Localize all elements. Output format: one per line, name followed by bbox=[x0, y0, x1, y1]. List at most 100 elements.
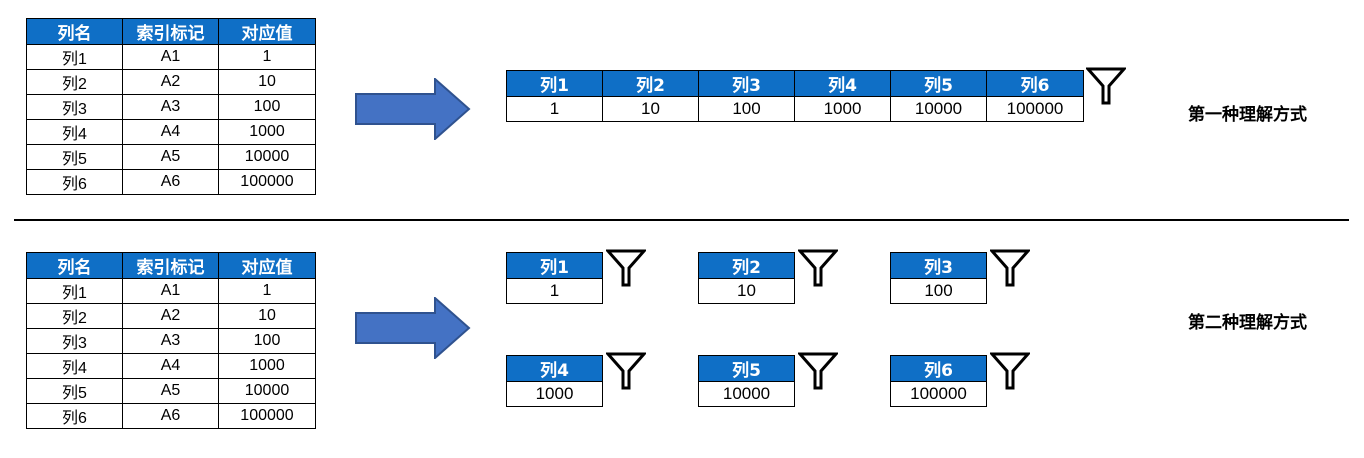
value-cell: 10000 bbox=[890, 96, 987, 122]
table-cell: 1 bbox=[218, 278, 316, 304]
arrow-right-icon bbox=[355, 297, 471, 359]
small-filter-table-1: 列1 1 bbox=[506, 252, 603, 304]
table-header-row: 列名 索引标记 对应值 bbox=[26, 252, 316, 279]
value-cell: 100000 bbox=[890, 381, 987, 407]
table-cell: 100 bbox=[218, 94, 316, 120]
table-header-row: 列6 bbox=[890, 355, 987, 382]
header-cell: 对应值 bbox=[218, 252, 316, 279]
column-header: 列2 bbox=[602, 70, 699, 97]
small-filter-table-3: 列3 100 bbox=[890, 252, 987, 304]
table-row: 1 bbox=[506, 278, 603, 304]
column-header: 列6 bbox=[986, 70, 1084, 97]
column-header: 列3 bbox=[890, 252, 987, 279]
table-row: 1 10 100 1000 10000 100000 bbox=[506, 96, 1084, 122]
table-row: 列1 A1 1 bbox=[26, 44, 316, 70]
column-header: 列4 bbox=[794, 70, 891, 97]
table-cell: 列1 bbox=[26, 44, 123, 70]
value-cell: 10 bbox=[698, 278, 795, 304]
table-row: 列6 A6 100000 bbox=[26, 169, 316, 195]
table-row: 100000 bbox=[890, 381, 987, 407]
section-divider bbox=[14, 219, 1349, 221]
wide-filter-table: 列1 列2 列3 列4 列5 列6 1 10 100 1000 10000 10… bbox=[506, 70, 1084, 122]
table-cell: 10 bbox=[218, 303, 316, 329]
table-row: 列3 A3 100 bbox=[26, 94, 316, 120]
table-row: 列2 A2 10 bbox=[26, 303, 316, 329]
filter-funnel-icon[interactable] bbox=[606, 248, 646, 288]
table-row: 100 bbox=[890, 278, 987, 304]
table-header-row: 列名 索引标记 对应值 bbox=[26, 18, 316, 45]
small-filter-table-6: 列6 100000 bbox=[890, 355, 987, 407]
arrow-right-icon bbox=[355, 78, 471, 140]
value-cell: 100000 bbox=[986, 96, 1084, 122]
table-cell: 列3 bbox=[26, 94, 123, 120]
column-header: 列5 bbox=[890, 70, 987, 97]
table-row: 列6 A6 100000 bbox=[26, 403, 316, 429]
table-row: 列3 A3 100 bbox=[26, 328, 316, 354]
table-cell: A4 bbox=[122, 353, 219, 379]
table-cell: 100 bbox=[218, 328, 316, 354]
value-cell: 1 bbox=[506, 96, 603, 122]
table-row: 列5 A5 10000 bbox=[26, 378, 316, 404]
table-cell: 列3 bbox=[26, 328, 123, 354]
table-cell: A6 bbox=[122, 403, 219, 429]
small-filter-table-5: 列5 10000 bbox=[698, 355, 795, 407]
table-cell: 列4 bbox=[26, 119, 123, 145]
table-cell: A1 bbox=[122, 278, 219, 304]
small-filter-table-2: 列2 10 bbox=[698, 252, 795, 304]
table-cell: 1000 bbox=[218, 119, 316, 145]
value-cell: 10000 bbox=[698, 381, 795, 407]
table-row: 列2 A2 10 bbox=[26, 69, 316, 95]
filter-funnel-icon[interactable] bbox=[606, 351, 646, 391]
value-cell: 100 bbox=[890, 278, 987, 304]
filter-funnel-icon[interactable] bbox=[798, 248, 838, 288]
source-table-top: 列名 索引标记 对应值 列1 A1 1 列2 A2 10 列3 A3 100 列… bbox=[26, 18, 316, 195]
filter-funnel-icon[interactable] bbox=[990, 351, 1030, 391]
value-cell: 1000 bbox=[794, 96, 891, 122]
column-header: 列4 bbox=[506, 355, 603, 382]
table-cell: A4 bbox=[122, 119, 219, 145]
value-cell: 10 bbox=[602, 96, 699, 122]
value-cell: 100 bbox=[698, 96, 795, 122]
table-cell: 列6 bbox=[26, 403, 123, 429]
source-table-bottom: 列名 索引标记 对应值 列1 A1 1 列2 A2 10 列3 A3 100 列… bbox=[26, 252, 316, 429]
value-cell: 1000 bbox=[506, 381, 603, 407]
table-cell: 10000 bbox=[218, 378, 316, 404]
header-cell: 索引标记 bbox=[122, 18, 219, 45]
table-row: 列4 A4 1000 bbox=[26, 119, 316, 145]
table-row: 列1 A1 1 bbox=[26, 278, 316, 304]
header-cell: 列名 bbox=[26, 18, 123, 45]
header-cell: 索引标记 bbox=[122, 252, 219, 279]
table-header-row: 列4 bbox=[506, 355, 603, 382]
table-cell: A2 bbox=[122, 303, 219, 329]
header-cell: 对应值 bbox=[218, 18, 316, 45]
table-cell: 列5 bbox=[26, 144, 123, 170]
table-cell: A5 bbox=[122, 144, 219, 170]
column-header: 列3 bbox=[698, 70, 795, 97]
interpretation-1-label: 第一种理解方式 bbox=[1188, 105, 1307, 125]
table-cell: 100000 bbox=[218, 403, 316, 429]
header-cell: 列名 bbox=[26, 252, 123, 279]
filter-funnel-icon[interactable] bbox=[798, 351, 838, 391]
table-cell: A6 bbox=[122, 169, 219, 195]
table-row: 10000 bbox=[698, 381, 795, 407]
filter-funnel-icon[interactable] bbox=[1086, 66, 1126, 106]
value-cell: 1 bbox=[506, 278, 603, 304]
table-header-row: 列2 bbox=[698, 252, 795, 279]
table-cell: 1 bbox=[218, 44, 316, 70]
table-cell: 列4 bbox=[26, 353, 123, 379]
table-cell: A5 bbox=[122, 378, 219, 404]
table-cell: 100000 bbox=[218, 169, 316, 195]
table-row: 列5 A5 10000 bbox=[26, 144, 316, 170]
column-header: 列2 bbox=[698, 252, 795, 279]
column-header: 列5 bbox=[698, 355, 795, 382]
table-header-row: 列3 bbox=[890, 252, 987, 279]
table-cell: 列1 bbox=[26, 278, 123, 304]
filter-funnel-icon[interactable] bbox=[990, 248, 1030, 288]
column-header: 列6 bbox=[890, 355, 987, 382]
table-cell: 列5 bbox=[26, 378, 123, 404]
table-header-row: 列1 列2 列3 列4 列5 列6 bbox=[506, 70, 1084, 97]
table-cell: A2 bbox=[122, 69, 219, 95]
column-header: 列1 bbox=[506, 70, 603, 97]
table-cell: A1 bbox=[122, 44, 219, 70]
table-cell: 10000 bbox=[218, 144, 316, 170]
